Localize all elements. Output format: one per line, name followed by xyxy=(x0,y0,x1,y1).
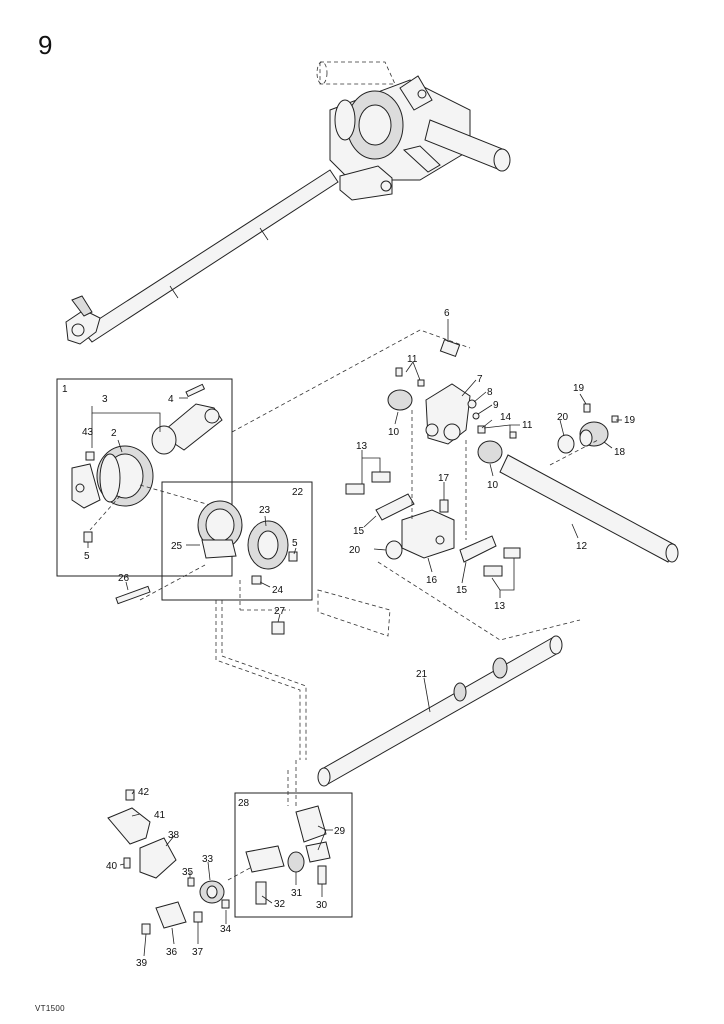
part-label: 4 xyxy=(168,394,174,405)
part-label: 10 xyxy=(388,427,400,438)
part-label: 41 xyxy=(154,810,166,821)
part-21-shaft xyxy=(317,635,563,787)
part-label: 31 xyxy=(291,888,303,899)
part-label: 30 xyxy=(316,900,328,911)
group-28-parts xyxy=(245,805,331,905)
group-label-1: 1 xyxy=(62,384,68,395)
rock-shaft-assembly xyxy=(345,338,679,577)
part-label: 12 xyxy=(576,541,588,552)
part-label: 27 xyxy=(274,606,286,617)
part-label: 7 xyxy=(477,374,483,385)
part-label: 3 xyxy=(102,394,108,405)
bottom-left-parts xyxy=(107,789,230,935)
part-label: 5 xyxy=(84,551,90,562)
page-number: 9 xyxy=(38,30,53,60)
part-label: 15 xyxy=(353,526,365,537)
part-label: 21 xyxy=(416,669,428,680)
group-22-box xyxy=(161,481,313,601)
part-label: 36 xyxy=(166,947,178,958)
part-26-pin xyxy=(115,585,151,605)
part-label: 17 xyxy=(438,473,450,484)
group-28-box xyxy=(234,792,353,918)
connection-lines xyxy=(139,329,599,881)
part-label: 10 xyxy=(487,480,499,491)
part-label: 32 xyxy=(274,899,286,910)
part-labels: 2 3 4 5 5 6 7 8 9 10 10 11 11 12 13 13 1… xyxy=(82,308,636,969)
part-label: 8 xyxy=(487,387,493,398)
part-label: 6 xyxy=(444,308,450,319)
top-shaft-assembly xyxy=(65,61,511,345)
part-27-screw xyxy=(271,621,285,635)
part-label: 26 xyxy=(118,573,130,584)
part-label: 16 xyxy=(426,575,438,586)
part-label: 2 xyxy=(111,428,117,439)
part-label: 11 xyxy=(407,354,418,365)
part-label: 19 xyxy=(573,383,585,394)
part-label: 19 xyxy=(624,415,636,426)
leader-lines xyxy=(87,319,622,957)
part-label: 42 xyxy=(138,787,150,798)
group-1-box xyxy=(56,378,233,577)
part-label: 15 xyxy=(456,585,468,596)
part-label: 5 xyxy=(292,538,298,549)
diagram-code: VT1500 xyxy=(35,1004,65,1013)
part-label: 37 xyxy=(192,947,204,958)
part-label: 9 xyxy=(493,400,499,411)
part-label: 34 xyxy=(220,924,232,935)
part-label: 39 xyxy=(136,958,148,969)
part-label: 35 xyxy=(182,867,194,878)
part-label: 38 xyxy=(168,830,180,841)
part-label: 33 xyxy=(202,854,214,865)
part-label: 13 xyxy=(494,601,506,612)
part-label: 25 xyxy=(171,541,183,552)
part-label: 18 xyxy=(614,447,626,458)
part-label: 29 xyxy=(334,826,346,837)
part-label: 14 xyxy=(500,412,512,423)
part-label: 20 xyxy=(349,545,361,556)
group-label-28: 28 xyxy=(238,798,250,809)
part-label: 13 xyxy=(356,441,368,452)
group-22-parts xyxy=(197,500,298,585)
part-label: 43 xyxy=(82,427,94,438)
group-1-parts xyxy=(71,383,223,543)
part-label: 20 xyxy=(557,412,569,423)
part-label: 40 xyxy=(106,861,118,872)
part-label: 24 xyxy=(272,585,284,596)
group-label-22: 22 xyxy=(292,487,304,498)
part-label: 23 xyxy=(259,505,271,516)
part-label: 11 xyxy=(522,420,533,431)
